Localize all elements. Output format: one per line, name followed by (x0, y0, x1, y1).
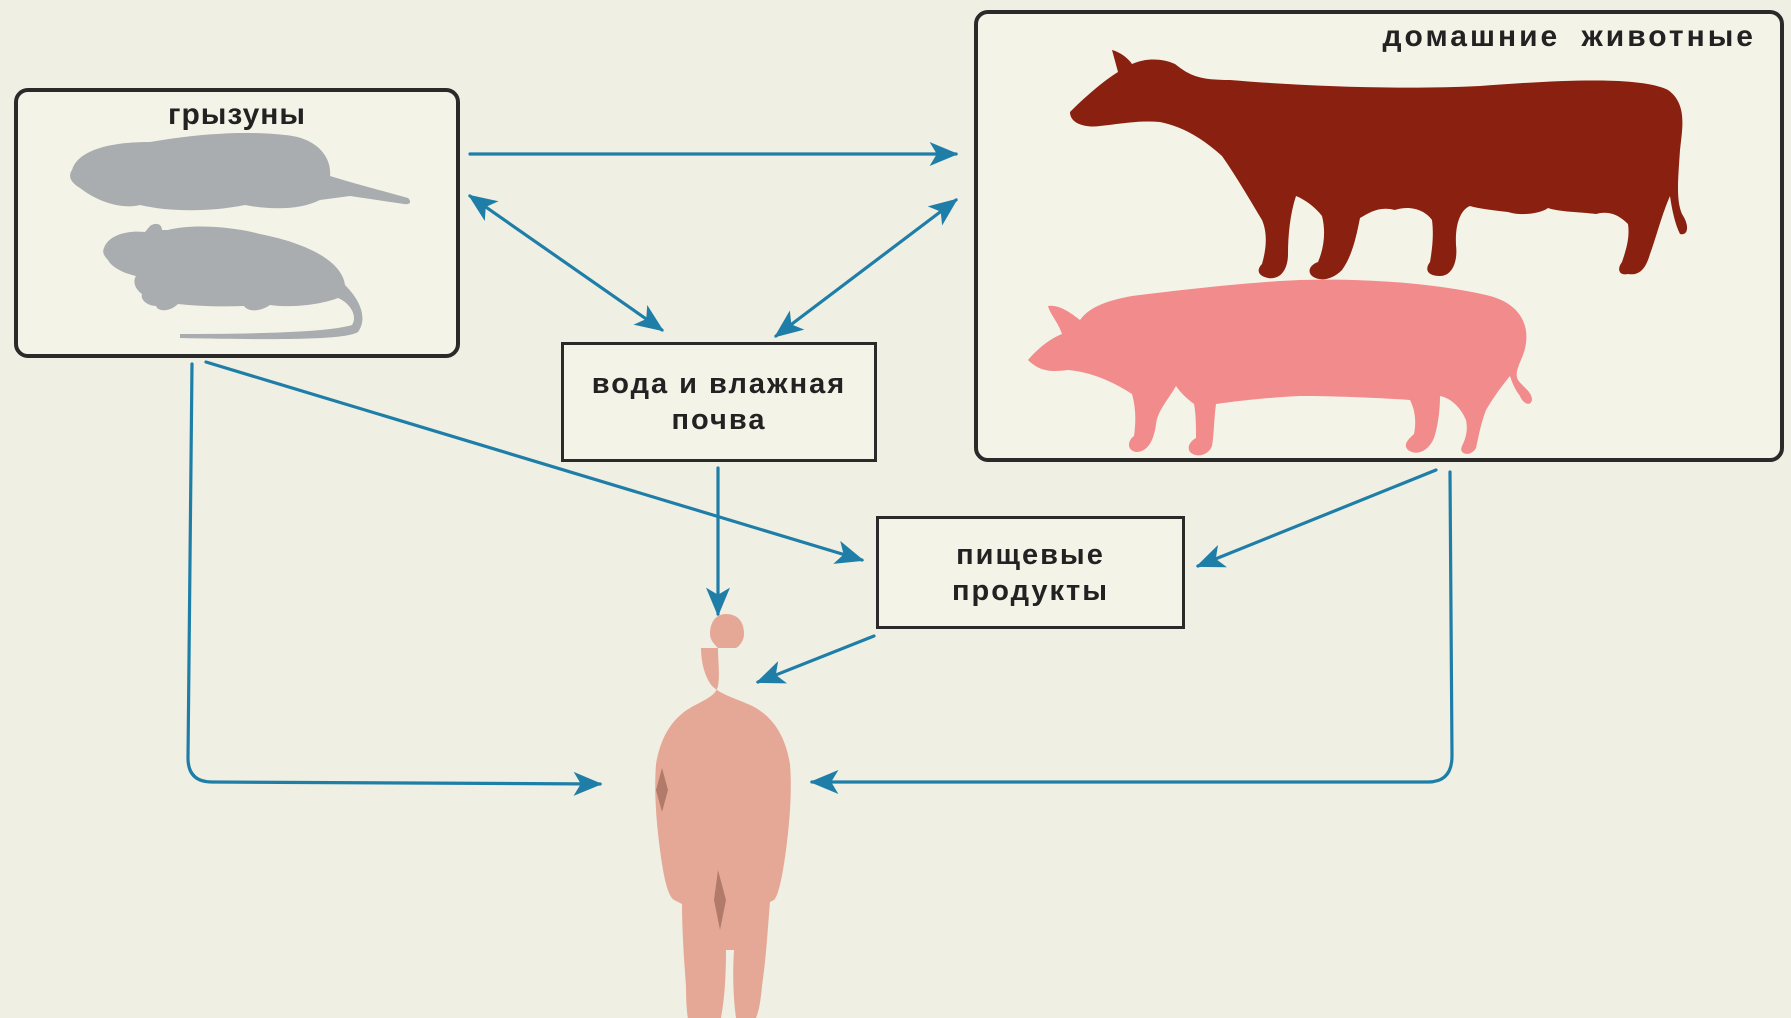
arrow-rodents-to-human (188, 364, 600, 784)
mouse-silhouette-icon (103, 224, 362, 339)
arrow-domestic-to-human (812, 472, 1452, 782)
arrow-rodents-water-bidirectional (470, 196, 662, 330)
arrow-rodents-to-food (206, 362, 862, 560)
rat-silhouette-icon (70, 133, 410, 210)
human-silhouette-icon (655, 614, 791, 1018)
cow-silhouette-icon (1070, 50, 1687, 279)
arrow-domestic-to-food (1198, 470, 1436, 566)
arrow-food-to-human (758, 636, 874, 682)
arrow-domestic-water-bidirectional (776, 200, 956, 336)
pig-silhouette-icon (1028, 280, 1532, 456)
